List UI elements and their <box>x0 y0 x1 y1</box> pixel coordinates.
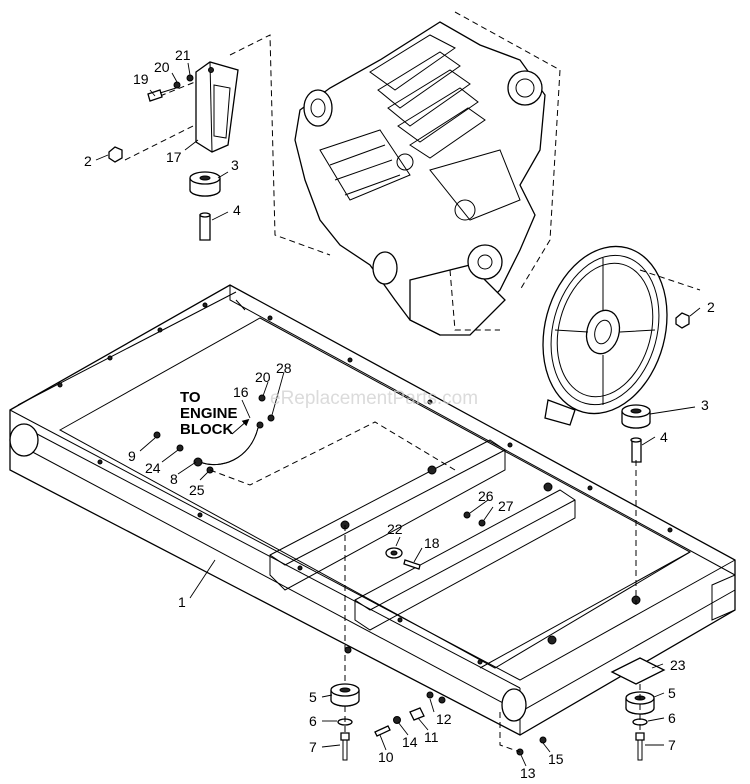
label-20-upper: 20 <box>154 59 170 75</box>
bolt-lower-right <box>635 732 645 761</box>
watermark: eReplacementParts.com <box>270 388 478 409</box>
label-4-left: 4 <box>233 202 241 218</box>
bolt-upper <box>147 87 177 102</box>
label-13: 13 <box>520 765 536 781</box>
washer-ground-strap <box>258 394 266 402</box>
engine-mount-bracket <box>195 61 239 153</box>
label-8: 8 <box>170 471 178 487</box>
bottom-dash <box>499 712 521 753</box>
bolt-ground-left <box>153 431 161 439</box>
shim-plate <box>610 657 666 685</box>
label-17: 17 <box>166 149 182 165</box>
label-28: 28 <box>276 360 292 376</box>
nut-right <box>675 312 690 329</box>
washer-lower-ground <box>393 716 401 724</box>
label-9: 9 <box>128 448 136 464</box>
label-19: 19 <box>133 71 149 87</box>
label-7-left: 7 <box>309 739 317 755</box>
flywheel-housing <box>542 245 701 426</box>
mount-isolator-upper-left <box>189 171 221 197</box>
label-24: 24 <box>145 460 161 476</box>
mount-isolator-upper-right <box>621 404 651 429</box>
label-4-right: 4 <box>660 429 668 445</box>
label-15: 15 <box>548 751 564 767</box>
label-25: 25 <box>189 482 205 498</box>
engine-block-callout-line1: TO <box>180 389 201 406</box>
label-5-left: 5 <box>309 689 317 705</box>
ground-dash-line <box>209 421 456 486</box>
label-3-right: 3 <box>701 397 709 413</box>
label-26: 26 <box>478 488 494 504</box>
label-14: 14 <box>402 734 418 750</box>
spacer-upper-right <box>630 437 642 463</box>
ground-lug-nut <box>426 691 434 699</box>
label-2-left: 2 <box>84 153 92 169</box>
bolt-lower-ground <box>374 725 391 737</box>
label-22: 22 <box>387 521 403 537</box>
label-7-right: 7 <box>668 737 676 753</box>
bracket-to-bolt-dash-line <box>124 124 196 161</box>
bolt-to-bracket-dash-line <box>159 81 196 97</box>
label-5-right: 5 <box>668 685 676 701</box>
ground-strap <box>193 418 264 467</box>
terminal-lug <box>409 707 425 721</box>
label-23: 23 <box>670 657 686 673</box>
leader-lines <box>95 62 701 767</box>
nut-upper <box>186 74 194 82</box>
base-frame <box>9 284 736 736</box>
nut-bottom <box>539 736 547 744</box>
bolt-grommet <box>403 559 421 570</box>
nut-left <box>108 146 123 163</box>
label-16: 16 <box>233 384 249 400</box>
washer-frame-right <box>463 511 471 519</box>
engine-block-callout-line2: ENGINE <box>180 405 238 422</box>
label-20-lower: 20 <box>255 369 271 385</box>
label-11: 11 <box>424 729 439 745</box>
nut-ground-strap <box>267 414 275 422</box>
label-6-left: 6 <box>309 713 317 729</box>
label-27: 27 <box>498 498 514 514</box>
engine-mount-dash-line <box>229 34 331 256</box>
mount-isolator-lower-left <box>330 683 360 707</box>
label-6-right: 6 <box>668 710 676 726</box>
label-10: 10 <box>378 749 394 765</box>
washer-ground-left <box>176 444 184 452</box>
label-21: 21 <box>175 47 191 63</box>
nut-frame-right <box>478 519 486 527</box>
label-12: 12 <box>436 711 452 727</box>
label-2-right: 2 <box>707 299 715 315</box>
engine-block-callout-line3: BLOCK <box>180 421 233 438</box>
label-1: 1 <box>178 594 186 610</box>
label-18: 18 <box>424 535 440 551</box>
bolt-lower-left <box>340 732 350 761</box>
engine-assembly <box>294 11 561 336</box>
label-3-left: 3 <box>231 157 239 173</box>
grommet <box>385 547 403 559</box>
washer-upper <box>173 81 181 89</box>
spacer-upper-left <box>199 212 211 241</box>
